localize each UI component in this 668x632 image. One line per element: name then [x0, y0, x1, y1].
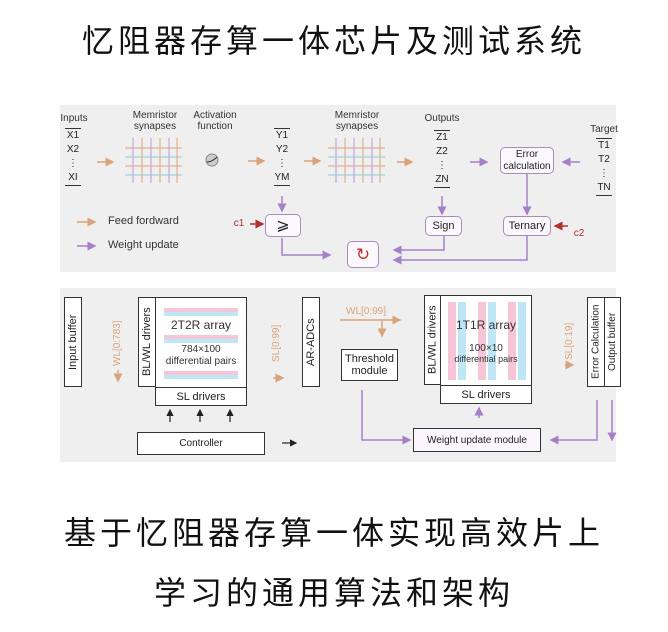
array-2-name: 1T1R array — [455, 318, 517, 332]
array-stripe — [164, 371, 238, 379]
activation-icon — [205, 153, 219, 167]
compare-box: ⩾ — [265, 214, 301, 237]
output-z2: Z2 — [436, 146, 448, 157]
target-t2: T2 — [598, 154, 610, 165]
legend-feed-forward: Feed fordward — [108, 215, 179, 227]
controller-box: Controller — [137, 432, 265, 455]
hidden-y1: Y1 — [275, 130, 289, 141]
array-stripe — [478, 302, 486, 380]
input-buffer-box: Input buffer — [64, 297, 82, 387]
bl-wl-drivers-1: BL/WL drivers — [138, 297, 156, 387]
algorithm-panel — [60, 105, 616, 272]
array-1-size: 784×100 — [181, 344, 221, 355]
array-stripe — [164, 335, 238, 343]
subtitle-line-2: 学习的通用算法和架构 — [153, 574, 514, 612]
array-stripe — [518, 302, 526, 380]
synapses-label-1: Memristor synapses — [132, 110, 178, 132]
input-dots: ⋮ — [68, 158, 78, 169]
output-z1: Z1 — [436, 132, 448, 143]
sl-99-label: SL[0:99] — [271, 324, 282, 362]
hidden-dots: ⋮ — [277, 158, 287, 169]
page-title: 忆阻器存算一体芯片及测试系统 — [81, 22, 586, 60]
error-calculation-box: Error calculation — [500, 147, 554, 174]
synapse-grid-1 — [125, 138, 182, 183]
wl-783-label: WL[0:783] — [112, 320, 123, 366]
sign-box: Sign — [425, 216, 462, 236]
target-label: Target — [590, 124, 618, 135]
array-stripe — [458, 302, 466, 380]
array-stripe — [164, 308, 238, 316]
ternary-box: Ternary — [503, 216, 551, 236]
output-buffer-box: Output buffer — [604, 297, 621, 387]
array-2t2r: 2T2R array 784×100 differential pairs — [155, 297, 247, 388]
array-stripe — [488, 302, 496, 380]
input-x2: X2 — [66, 144, 80, 155]
synapses-label-2: Memristor synapses — [334, 110, 380, 132]
sl-drivers-1: SL drivers — [155, 387, 247, 406]
wl-99-label: WL[0:99] — [346, 306, 387, 317]
sl-19-label: SL[0:19] — [564, 322, 575, 360]
array-stripe — [448, 302, 456, 380]
error-calculation-block: Error Calculation — [587, 297, 605, 387]
output-dots: ⋮ — [437, 160, 447, 171]
array-1-desc: differential pairs — [165, 356, 237, 367]
threshold-module: Threshold module — [341, 349, 398, 381]
output-zn: ZN — [435, 174, 449, 185]
input-xi: XI — [68, 172, 78, 183]
array-1t1r: 1T1R array 100×10 differential pairs — [440, 295, 532, 386]
synapse-grid-2 — [328, 138, 385, 183]
weight-update-module: Weight update module — [413, 428, 541, 452]
ar-adcs-box: AR-ADCs — [302, 297, 320, 387]
outputs-label: Outputs — [424, 113, 460, 124]
c2-label: c2 — [573, 228, 585, 239]
inputs-label: Inputs — [60, 113, 88, 124]
array-1-name: 2T2R array — [170, 318, 232, 332]
subtitle-line-1: 基于忆阻器存算一体实现高效片上 — [63, 514, 604, 552]
input-x1: X1 — [66, 130, 80, 141]
array-stripe — [508, 302, 516, 380]
array-2-desc: differential pairs — [454, 354, 518, 364]
sl-drivers-2: SL drivers — [440, 385, 532, 404]
c1-label: c1 — [233, 218, 245, 229]
target-dots: ⋮ — [599, 168, 609, 179]
array-2-size: 100×10 — [469, 343, 503, 354]
target-t1: T1 — [598, 140, 610, 151]
target-tn: TN — [597, 182, 611, 193]
hidden-ym: YM — [274, 172, 290, 183]
legend-weight-update: Weight update — [108, 239, 179, 251]
refresh-icon: ↻ — [347, 241, 379, 268]
hidden-y2: Y2 — [275, 144, 289, 155]
bl-wl-drivers-2: BL/WL drivers — [424, 295, 441, 385]
activation-label: Activation function — [193, 110, 237, 132]
